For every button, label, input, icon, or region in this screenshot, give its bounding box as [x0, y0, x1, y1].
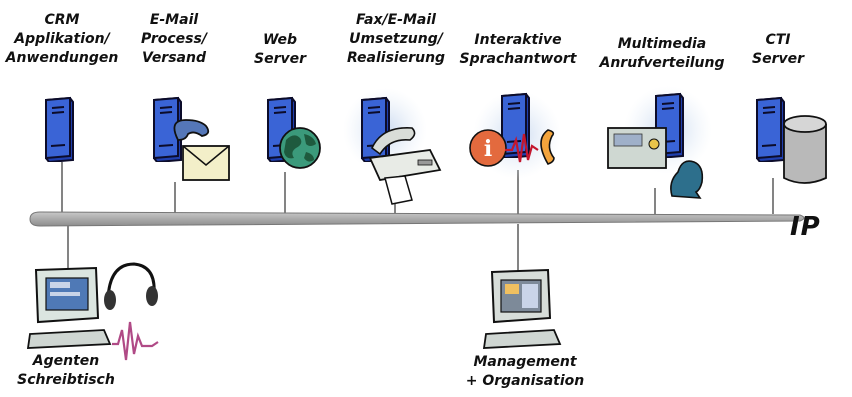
computer-icon: [482, 268, 562, 349]
label-ivr: Interaktive Sprachantwort: [459, 32, 577, 67]
phone-envelope-icon: [153, 97, 230, 181]
server-icon: [45, 97, 74, 162]
label-fax: Fax/E-Mail Umsetzung/ Realisierung: [346, 12, 446, 66]
label-acd: Multimedia Anrufverteilung: [599, 36, 725, 71]
svg-text:i: i: [484, 136, 492, 162]
label-mgmt: Management + Organisation: [465, 354, 585, 389]
info-phone-icon: i: [469, 91, 561, 179]
label-email: E-Mail Process/ Versand: [141, 12, 207, 66]
label-agent: Agenten Schreibtisch: [17, 353, 115, 388]
ip-label: IP: [790, 212, 821, 242]
label-crm: CRM Applikation/ Anwendungen: [5, 12, 119, 66]
label-web: Web Server: [253, 32, 307, 67]
label-cti: CTI Server: [751, 32, 805, 67]
workstation-headset-icon: [26, 262, 159, 361]
fax-icon: [343, 88, 442, 205]
ip-network-bus: [29, 211, 805, 227]
database-icon: [756, 97, 827, 184]
monitor-headset-icon: [607, 86, 712, 199]
globe-icon: [267, 97, 321, 169]
